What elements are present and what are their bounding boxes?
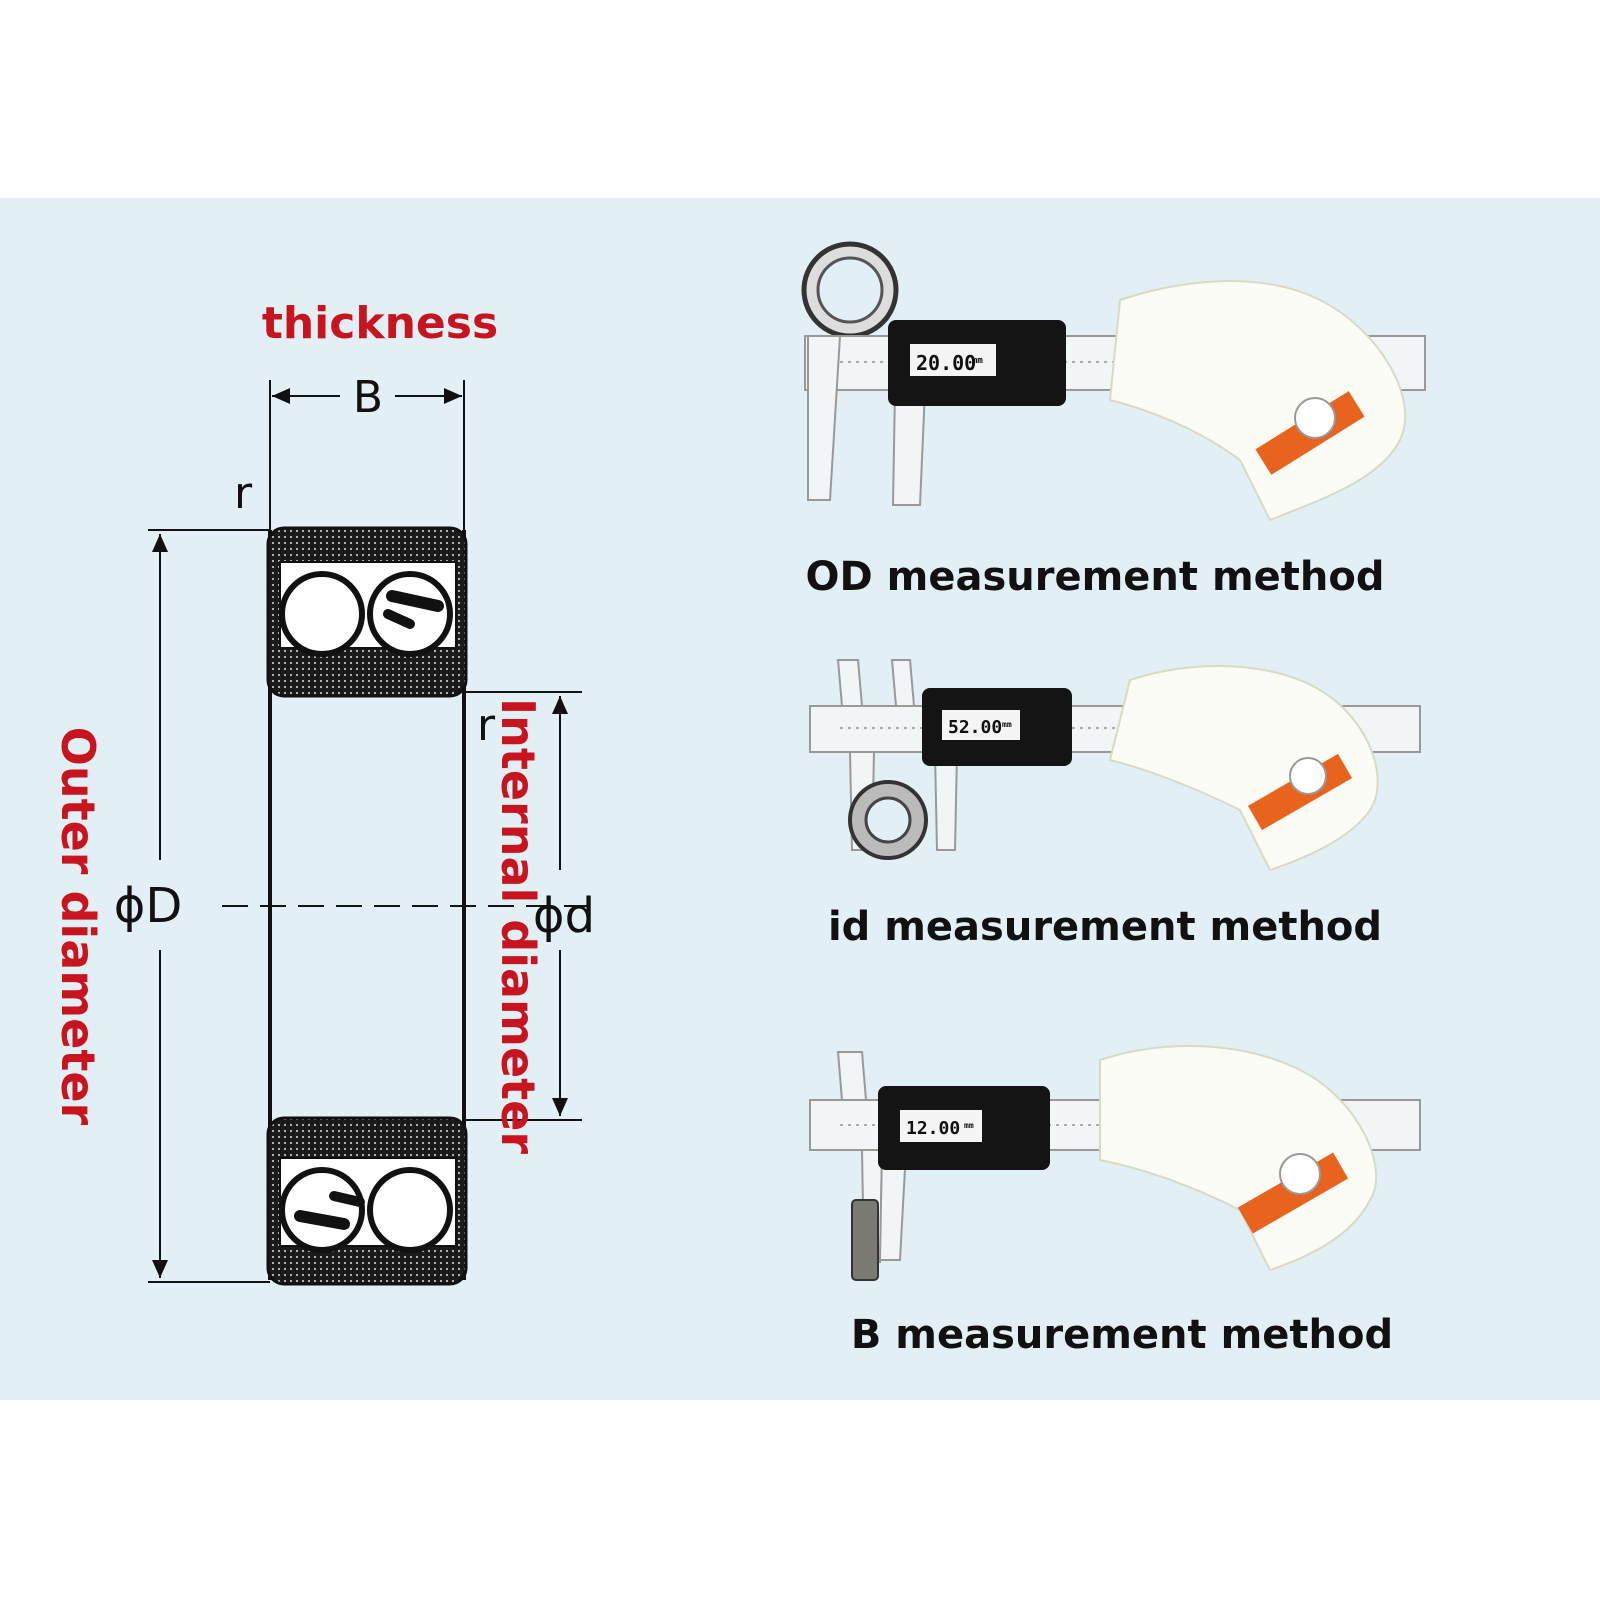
b-reading: 12.00 <box>906 1118 960 1139</box>
inner-diameter-symbol: ϕd <box>533 888 595 944</box>
internal-diameter-label: Internal diameter <box>491 698 545 1154</box>
od-method-illustration: 20.00 mm OD measurement method <box>801 241 1426 600</box>
width-symbol: B <box>353 372 383 423</box>
top-ball-right <box>367 571 453 657</box>
id-caption: id measurement method <box>828 904 1382 950</box>
od-caption: OD measurement method <box>806 554 1385 600</box>
id-method-illustration: 52.00 mm id measurement method <box>809 659 1421 950</box>
b-method-illustration: 12.00 mm B measurement method <box>809 1045 1421 1358</box>
b-unit: mm <box>964 1121 974 1130</box>
thickness-dimension: B r <box>234 372 465 530</box>
outer-diameter-label: Outer diameter <box>51 727 105 1126</box>
top-ball-left <box>279 571 365 657</box>
bottom-ball-left <box>279 1167 365 1253</box>
outer-diameter-symbol: ϕD <box>114 878 183 934</box>
bearing-cross-section <box>222 526 600 1286</box>
radius-top-symbol: r <box>234 468 253 519</box>
bottom-ball-right <box>367 1167 453 1253</box>
id-reading: 52.00 <box>948 717 1002 738</box>
od-unit: mm <box>972 356 983 366</box>
id-unit: mm <box>1002 720 1012 729</box>
inner-diameter-dimension: ϕd r <box>466 691 595 1121</box>
thickness-label: thickness <box>262 298 498 349</box>
b-caption: B measurement method <box>851 1312 1393 1358</box>
radius-inner-symbol: r <box>477 700 496 751</box>
od-reading: 20.00 <box>916 351 976 375</box>
outer-diameter-dimension: ϕD <box>114 529 270 1283</box>
